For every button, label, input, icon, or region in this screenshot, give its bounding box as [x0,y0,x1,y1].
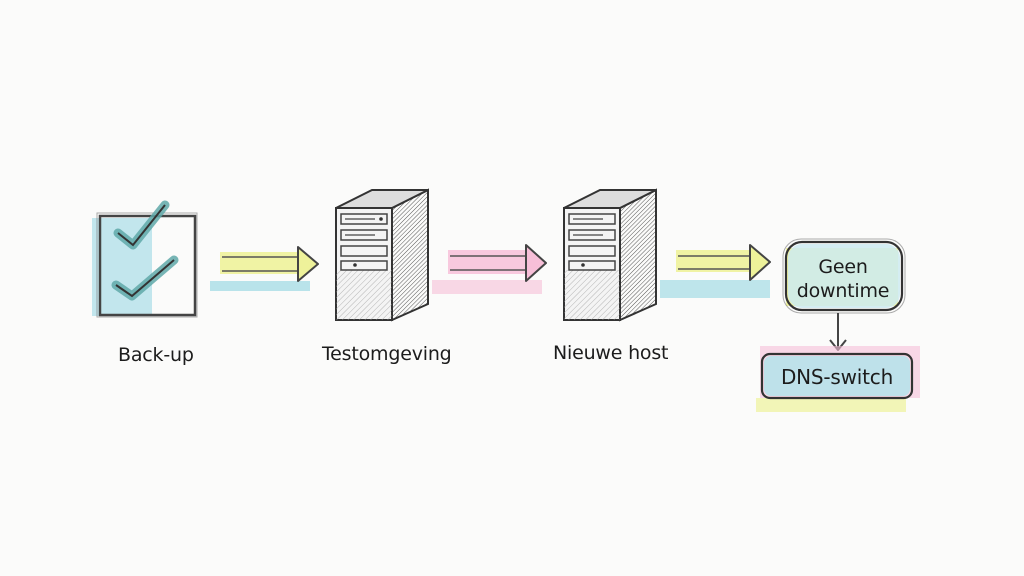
arrow-host-to-outcome [660,244,771,298]
arrow-backup-to-test [210,246,319,291]
outcome-geen-downtime-box [782,238,906,314]
step-label-backup: Back-up [118,344,194,366]
connector-arrow-down [829,313,847,351]
step-label-testomgeving: Testomgeving [322,343,452,365]
outcome-primary-label: Geen downtime [796,256,890,302]
outcome-secondary-label: DNS-switch [780,365,894,389]
outcome-dns-switch-box [756,346,920,412]
checklist-icon [92,200,198,318]
arrow-test-to-host [432,244,547,294]
step-label-nieuwe-host: Nieuwe host [553,342,669,364]
server-tower-icon [563,188,657,322]
server-tower-icon [335,188,429,322]
